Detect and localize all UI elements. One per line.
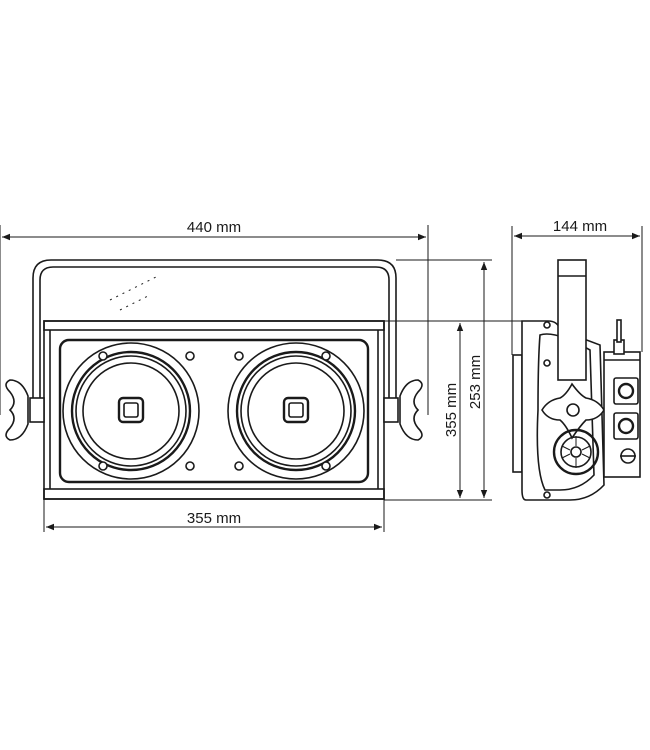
right-knob-icon <box>383 379 423 441</box>
side-back-plate <box>512 354 523 473</box>
screw-icon <box>98 351 108 361</box>
screw-icon <box>185 461 195 471</box>
power-socket-icon <box>613 377 639 440</box>
fuse-icon <box>620 448 636 464</box>
yoke-bracket <box>32 259 397 420</box>
housing <box>43 320 385 500</box>
depth-label: 144 mm <box>553 218 607 235</box>
toggle-switch-icon <box>613 319 625 355</box>
front-width-label: 355 mm <box>187 510 241 527</box>
front-panel <box>58 338 370 484</box>
dim-front-height: 355 mm <box>384 320 548 501</box>
screw-icon <box>98 461 108 471</box>
side-view <box>512 259 641 501</box>
fan-icon <box>552 428 600 476</box>
dim-total-width: 440 mm <box>0 219 429 415</box>
housing-bottom-band <box>43 488 385 500</box>
body-height-label: 253 mm <box>467 355 484 409</box>
left-knob-icon <box>5 379 45 441</box>
screw-icon <box>321 351 331 361</box>
screw-icon <box>234 461 244 471</box>
yoke-texture <box>109 274 161 311</box>
dim-front-width: 355 mm <box>43 499 385 532</box>
screw-icon <box>543 321 551 499</box>
mounting-arm <box>557 259 587 381</box>
front-height-label: 355 mm <box>443 383 460 437</box>
screw-icon <box>234 351 244 361</box>
dim-depth: 144 mm <box>511 218 643 355</box>
total-width-label: 440 mm <box>187 219 241 236</box>
screw-icon <box>321 461 331 471</box>
screw-icon <box>185 351 195 361</box>
left-lens <box>62 342 200 480</box>
dim-body-height: 253 mm <box>396 259 492 501</box>
front-view <box>5 259 423 500</box>
housing-top-band <box>43 320 385 331</box>
right-lens <box>227 342 365 480</box>
